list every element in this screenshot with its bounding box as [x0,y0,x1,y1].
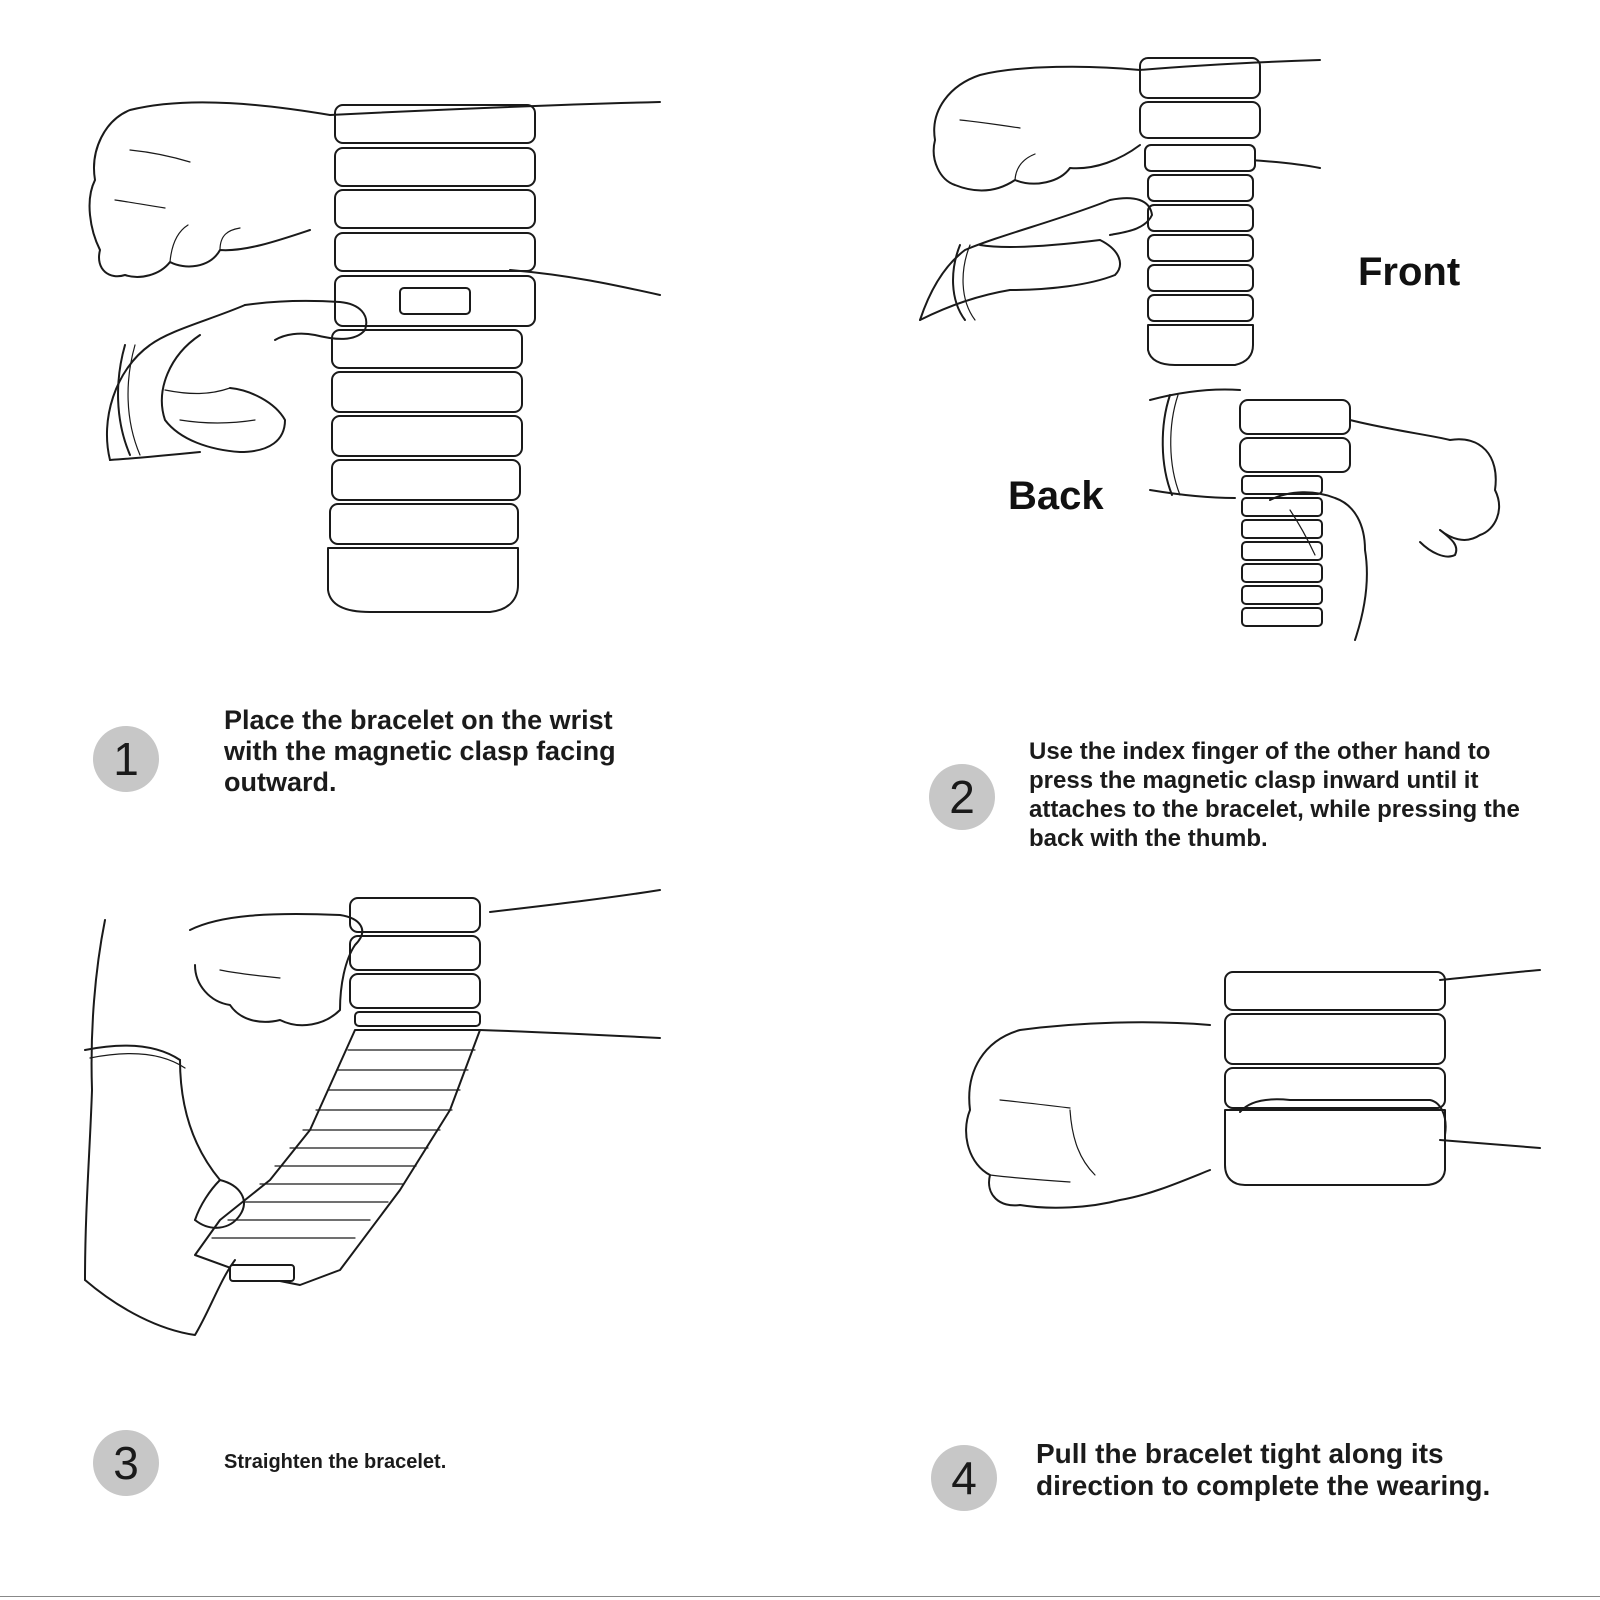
step-4-badge: 4 [931,1445,997,1511]
step-1-badge: 1 [93,726,159,792]
step-1-illustration [70,90,670,640]
step-4-caption: Pull the bracelet tight along its direct… [1036,1438,1491,1501]
step-2-caption: Use the index finger of the other hand t… [1029,738,1520,852]
step-3-caption: Straighten the bracelet. [224,1451,447,1473]
front-label: Front [1358,250,1461,294]
step-2-back-illustration [1149,380,1540,650]
bottom-divider [0,1596,1600,1597]
step-2-front-illustration [919,50,1340,380]
back-label: Back [1008,474,1104,518]
step-1-caption: Place the bracelet on the wrist with the… [224,705,616,797]
step-4-illustration [960,960,1560,1250]
step-2-badge: 2 [929,764,995,830]
step-3-badge: 3 [93,1430,159,1496]
step-3-illustration [70,889,670,1360]
